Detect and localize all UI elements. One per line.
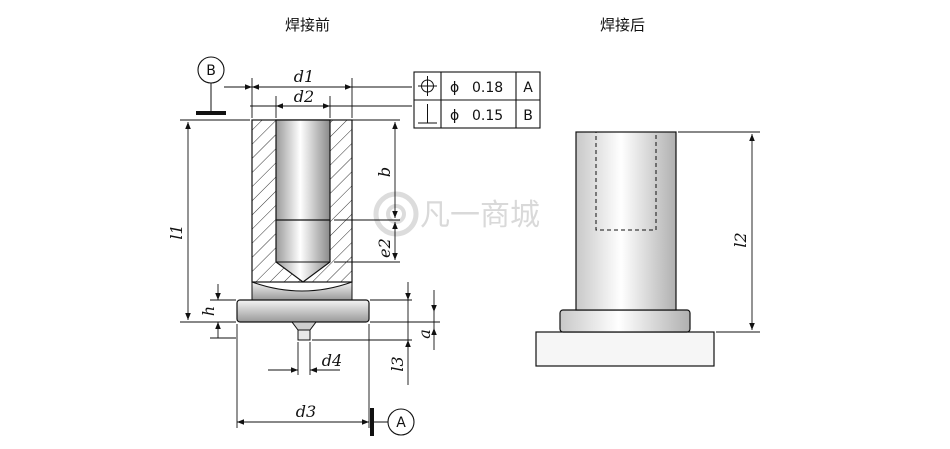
dim-h: h	[199, 306, 218, 316]
fcf-row2-datum: B	[523, 108, 533, 124]
fcf-row1-datum: A	[523, 80, 533, 96]
inner-bore	[275, 119, 331, 283]
dim-l1: l1	[167, 224, 186, 239]
fcf-row1-diameter: ϕ	[450, 80, 459, 96]
watermark-text: 凡一商城	[420, 198, 540, 233]
flange	[236, 299, 370, 323]
dim-d2: d2	[294, 87, 314, 106]
datum-a-symbol: A	[370, 408, 415, 436]
hidden-bore	[595, 131, 657, 231]
title-before-welding: 焊接前	[285, 16, 331, 34]
watermark-logo-icon	[373, 191, 419, 237]
part-section-before: B A d1 d2 d3 d4 l1 b e2 h l3 a	[167, 56, 541, 436]
datum-b-label: B	[206, 63, 216, 79]
position-icon	[418, 76, 437, 96]
weld-projection	[291, 321, 317, 331]
dim-l2: l2	[731, 232, 750, 247]
weld-tip	[297, 329, 311, 341]
cone-bottom	[251, 281, 353, 301]
title-after-welding: 焊接后	[600, 16, 646, 34]
feature-control-frame: ϕ 0.18 A ϕ 0.15 B	[413, 71, 541, 129]
dim-d3: d3	[296, 402, 316, 421]
fcf-row2-diameter: ϕ	[450, 108, 459, 124]
datum-a-label: A	[396, 415, 406, 431]
watermark: 凡一商城	[373, 191, 540, 237]
dim-l3: l3	[388, 356, 407, 371]
fcf-row2-tolerance: 0.15	[472, 108, 503, 124]
dim-e2: e2	[375, 238, 394, 258]
dim-d1: d1	[294, 67, 314, 86]
dim-b: b	[375, 167, 394, 177]
dim-a: a	[415, 329, 434, 339]
perpendicularity-icon	[418, 104, 437, 124]
fcf-row1-tolerance: 0.18	[472, 80, 503, 96]
body-after	[575, 131, 677, 311]
part-view-after: l2	[535, 131, 760, 367]
dim-d4: d4	[322, 351, 342, 370]
flange-after	[559, 309, 691, 333]
base-plate	[535, 331, 715, 367]
datum-b-symbol: B	[196, 56, 226, 115]
